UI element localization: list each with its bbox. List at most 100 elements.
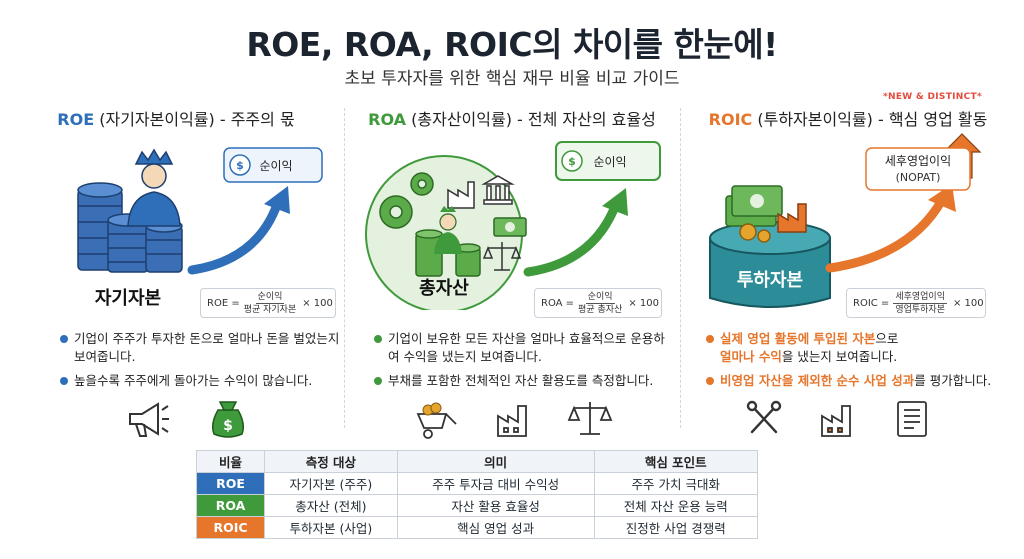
roic-icons — [746, 400, 927, 437]
table-header-row: 비율 측정 대상 의미 핵심 포인트 — [196, 450, 759, 473]
money-bag-icon: $ — [211, 401, 245, 438]
roa-column: ROA (총자산이익률) - 전체 자산의 효율성 — [344, 100, 680, 439]
roa-base-label: 총자산 — [419, 278, 469, 299]
crowned-shareholder-icon — [127, 148, 181, 227]
roe-formula: ROE = 순이익 평균 자기자본 × 100 — [200, 288, 336, 318]
table-cell: 총자산 (전체) — [264, 494, 398, 517]
bank-icon — [481, 175, 515, 205]
newspaper-icon — [897, 401, 927, 437]
plain-text: 를 평가합니다. — [914, 373, 992, 388]
formula-numerator: 순이익 — [255, 291, 285, 304]
formula-multiplier: × 100 — [302, 297, 333, 309]
plain-text: 을 냈는지 보여줍니다. — [781, 349, 898, 364]
roa-box-label: 순이익 — [593, 155, 626, 169]
table-cell: 핵심 영업 성과 — [396, 516, 595, 539]
highlight-text: 비영업 자산을 제외한 순수 사업 성과 — [720, 373, 915, 388]
svg-text:$: $ — [568, 155, 576, 168]
formula-lhs: ROE = — [207, 297, 240, 309]
table-cell: 자기자본 (주주) — [264, 472, 398, 495]
table-row: ROE 자기자본 (주주) 주주 투자금 대비 수익성 주주 가치 극대화 — [196, 472, 759, 495]
formula-numerator: 세후영업이익 — [893, 291, 947, 304]
wheelbarrow-icon — [416, 402, 457, 439]
megaphone-icon — [129, 402, 169, 437]
page-subtitle: 초보 투자자를 위한 핵심 재무 비율 비교 가이드 — [344, 69, 680, 89]
growth-arrow-icon — [523, 199, 621, 277]
list-item: 비영업 자산을 제외한 순수 사업 성과를 평가합니다. — [706, 372, 1012, 390]
roic-heading: ROIC (투하자본이익률) - 핵심 영업 활동 — [680, 106, 1016, 130]
person-icon — [434, 206, 462, 254]
list-item: 실제 영업 활동에 투입된 자본으로 얼마나 수익을 냈는지 보여줍니다. — [706, 330, 1012, 366]
table-cell: ROE — [196, 472, 265, 495]
table-cell: 진정한 사업 경쟁력 — [593, 516, 759, 539]
formula-fraction: 세후영업이익 영업투하자본 — [893, 291, 947, 316]
net-income-box: $ 순이익 — [555, 141, 661, 181]
factory-icon — [821, 405, 851, 437]
formula-numerator: 순이익 — [585, 291, 615, 304]
nopat-box: 세후영업이익 (NOPAT) — [865, 133, 982, 191]
roic-bullets: 실제 영업 활동에 투입된 자본으로 얼마나 수익을 냈는지 보여줍니다. 비영… — [706, 330, 1012, 396]
list-item: 높을수록 주주에게 돌아가는 수익이 많습니다. — [60, 372, 340, 390]
column-header: 측정 대상 — [264, 450, 398, 473]
formula-lhs: ROIC = — [853, 297, 890, 309]
roe-heading: ROE (자기자본이익률) - 주주의 몫 — [8, 106, 344, 130]
factory-icon — [777, 203, 807, 233]
roa-bullets: 기업이 보유한 모든 자산을 얼마나 효율적으로 운용하여 수익을 냈는지 보여… — [374, 330, 674, 396]
roic-base-label: 투하자본 — [737, 270, 803, 291]
table-row: ROA 총자산 (전체) 자산 활용 효율성 전체 자산 운용 능력 — [196, 494, 759, 517]
column-header: 의미 — [396, 450, 595, 473]
table-cell: 주주 투자금 대비 수익성 — [396, 472, 595, 495]
roa-illustration: $ 순이익 총자산 — [365, 141, 661, 310]
formula-multiplier: × 100 — [628, 297, 659, 309]
net-income-box: $ 순이익 — [223, 147, 323, 183]
column-divider — [344, 108, 345, 428]
svg-text:$: $ — [223, 418, 233, 434]
roe-icons: $ — [129, 401, 245, 438]
formula-denominator: 평균 자기자본 — [243, 304, 297, 315]
roe-key: ROE — [57, 110, 95, 129]
page-title: ROE, ROA, ROIC의 차이를 한눈에! — [246, 25, 778, 64]
roic-formula: ROIC = 세후영업이익 영업투하자본 × 100 — [846, 288, 986, 318]
cash-stack-icon — [725, 185, 783, 227]
table-cell: 자산 활용 효율성 — [396, 494, 595, 517]
gear-icon — [379, 172, 434, 229]
formula-multiplier: × 100 — [953, 297, 984, 309]
gear-icon — [739, 223, 771, 243]
roe-bullets: 기업이 주주가 투자한 돈으로 얼마나 돈을 벌었는지 보여줍니다. 높을수록 … — [60, 330, 340, 396]
table-cell: 투하자본 (사업) — [264, 516, 398, 539]
roe-illustration: $ 순이익 자기자본 — [77, 147, 323, 309]
formula-denominator: 평균 총자산 — [578, 304, 623, 315]
scale-icon — [482, 242, 522, 271]
table-row: ROIC 투하자본 (사업) 핵심 영업 성과 진정한 사업 경쟁력 — [196, 516, 759, 539]
column-divider — [680, 108, 681, 428]
svg-text:$: $ — [236, 159, 244, 172]
formula-fraction: 순이익 평균 자기자본 — [244, 291, 297, 316]
new-distinct-badge: *NEW & DISTINCT* — [882, 92, 982, 102]
growth-arrow-icon — [187, 197, 283, 275]
roa-heading: ROA (총자산이익률) - 전체 자산의 효율성 — [344, 106, 680, 130]
table-cell: ROIC — [196, 516, 265, 539]
roa-icons — [416, 402, 613, 439]
roe-box-label: 순이익 — [259, 159, 292, 173]
roic-box-sub: (NOPAT) — [896, 171, 941, 184]
roa-formula: ROA = 순이익 평균 총자산 × 100 — [534, 288, 662, 318]
roa-name: (총자산이익률) - 전체 자산의 효율성 — [406, 110, 656, 129]
highlight-text: 얼마나 수익 — [720, 349, 782, 364]
factory-icon — [497, 405, 527, 437]
list-item: 기업이 보유한 모든 자산을 얼마나 효율적으로 운용하여 수익을 냈는지 보여… — [374, 330, 674, 366]
scale-icon — [567, 402, 613, 435]
list-item: 기업이 주주가 투자한 돈으로 얼마나 돈을 벌었는지 보여줍니다. — [60, 330, 340, 366]
roe-base-label: 자기자본 — [95, 288, 161, 309]
roa-key: ROA — [368, 110, 407, 129]
roe-name: (자기자본이익률) - 주주의 몫 — [94, 110, 295, 129]
growth-arrow-icon — [825, 195, 947, 273]
list-item: 부채를 포함한 전체적인 자산 활용도를 측정합니다. — [374, 372, 674, 390]
table-cell: 전체 자산 운용 능력 — [593, 494, 759, 517]
table-cell: ROA — [196, 494, 265, 517]
coin-stack-icon — [415, 229, 481, 277]
roe-column: ROE (자기자본이익률) - 주주의 몫 — [8, 100, 344, 438]
column-header: 핵심 포인트 — [593, 450, 759, 473]
formula-lhs: ROA = — [541, 297, 575, 309]
factory-icon — [447, 181, 475, 209]
roic-column: *NEW & DISTINCT* ROIC (투하자본이익률) - 핵심 영업 … — [680, 92, 1016, 437]
roic-key: ROIC — [708, 110, 753, 129]
